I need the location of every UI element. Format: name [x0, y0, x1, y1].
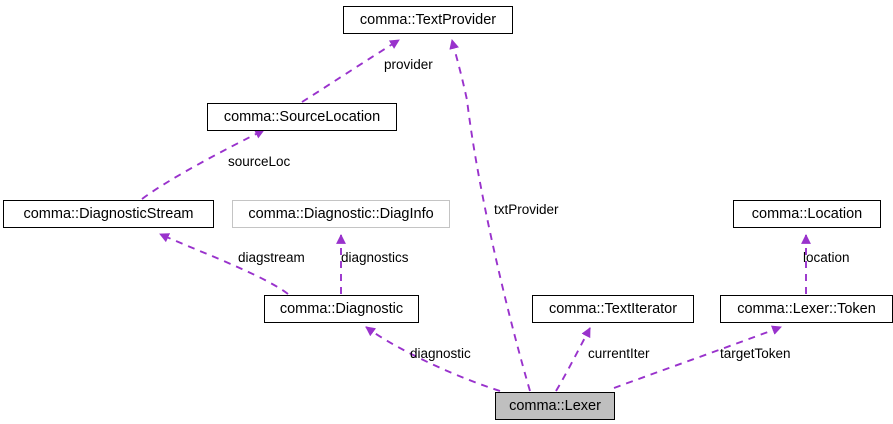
edge-label-diagstream: diagstream — [238, 250, 305, 265]
edge-label-location: location — [803, 250, 850, 265]
node-label: comma::Location — [751, 205, 863, 222]
node-comma-location[interactable]: comma::Location — [733, 200, 881, 228]
node-comma-textiterator[interactable]: comma::TextIterator — [532, 295, 694, 323]
node-label: comma::TextIterator — [548, 300, 678, 317]
node-label: comma::Lexer — [509, 397, 601, 414]
edge-label-provider: provider — [384, 57, 433, 72]
node-comma-diagnosticstream[interactable]: comma::DiagnosticStream — [3, 200, 214, 228]
node-comma-diagnostic-diaginfo[interactable]: comma::Diagnostic::DiagInfo — [232, 200, 450, 228]
node-comma-textprovider[interactable]: comma::TextProvider — [343, 6, 513, 34]
node-comma-diagnostic[interactable]: comma::Diagnostic — [264, 295, 419, 323]
edge-label-txtprovider: txtProvider — [494, 202, 559, 217]
node-label: comma::DiagnosticStream — [23, 205, 194, 222]
node-label: comma::Diagnostic::DiagInfo — [248, 205, 434, 222]
node-label: comma::Lexer::Token — [737, 300, 876, 317]
edge-diagstream-sourceloc — [141, 129, 265, 200]
edge-label-diagnostics: diagnostics — [341, 250, 409, 265]
node-comma-lexer[interactable]: comma::Lexer — [495, 392, 615, 420]
node-label: comma::SourceLocation — [223, 108, 381, 125]
node-label: comma::TextProvider — [359, 11, 497, 28]
edge-diagnostic-diagstream — [159, 233, 289, 295]
node-comma-lexer-token[interactable]: comma::Lexer::Token — [720, 295, 893, 323]
edge-lexer-diagnostic — [365, 326, 501, 392]
edge-label-targettoken: targetToken — [720, 346, 791, 361]
edge-lexer-currentiter — [555, 327, 591, 392]
edge-lexer-txtprovider — [449, 39, 531, 392]
edge-label-sourceloc: sourceLoc — [228, 154, 291, 169]
edge-label-currentiter: currentIter — [588, 346, 650, 361]
edge-lexer-targettoken — [613, 325, 782, 389]
node-label: comma::Diagnostic — [279, 300, 404, 317]
node-comma-sourcelocation[interactable]: comma::SourceLocation — [207, 103, 397, 131]
edge-label-diagnostic: diagnostic — [410, 346, 471, 361]
